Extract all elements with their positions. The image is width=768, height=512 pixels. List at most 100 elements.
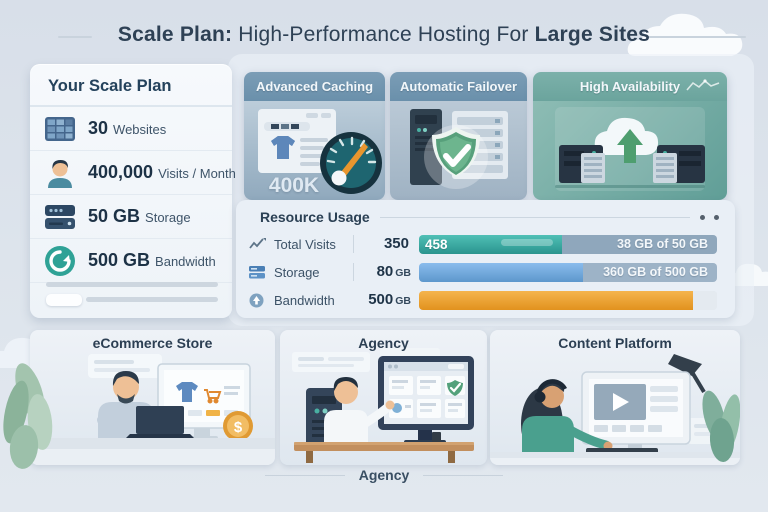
- usage-bar-remainder: [693, 290, 717, 310]
- plan-item-visits: 400,000 Visits / Month: [30, 151, 236, 195]
- usage-bar-fill: [419, 262, 583, 282]
- footer-caption: Agency: [0, 467, 768, 483]
- feature-card-advanced-caching: Advanced Caching: [244, 72, 385, 200]
- server-left-icon: [559, 145, 605, 183]
- storage-server-icon: [44, 202, 76, 232]
- progress-pill: [46, 294, 82, 306]
- use-case-caption: eCommerce Store: [92, 335, 213, 351]
- caption-line-left: [264, 474, 345, 476]
- plan-item-text: 30 Websites: [88, 118, 166, 139]
- carousel-dot[interactable]: [714, 214, 719, 220]
- plan-item-text: 400,000 Visits / Month: [88, 162, 236, 183]
- use-case-content-platform: Content Platform: [490, 330, 740, 465]
- use-case-ecommerce: eCommerce Store: [30, 330, 275, 465]
- advanced-caching-illustration: 400K: [244, 101, 385, 200]
- agency-illustration: [292, 348, 474, 463]
- cloud-upload-icon: [594, 117, 659, 163]
- resource-usage-heading: Resource Usage: [260, 209, 370, 225]
- use-case-caption: Content Platform: [558, 335, 672, 351]
- automatic-failover-illustration: [390, 101, 527, 200]
- usage-label: Total Visits: [274, 236, 336, 252]
- visits-label: Visits / Month: [158, 166, 236, 181]
- title-suffix: Large Sites: [534, 23, 651, 46]
- use-case-agency: Agency: [280, 330, 487, 465]
- usage-value: 350: [353, 235, 419, 253]
- storage-label: Storage: [145, 210, 191, 225]
- usage-bar-fill: [419, 290, 694, 310]
- cloud-top-right: [627, 13, 743, 56]
- plan-item-websites: 30 Websites: [30, 107, 232, 151]
- header-divider: [379, 216, 690, 218]
- feature-card-title: Automatic Failover: [390, 72, 527, 101]
- dollar-symbol: $: [234, 419, 243, 436]
- resource-usage-panel: Resource Usage Total Visits 350 458 38 G…: [236, 200, 735, 318]
- dashboard-monitor-icon: [378, 356, 474, 445]
- visits-value: 400,000: [88, 162, 154, 182]
- title-decor-line-right: [646, 36, 746, 38]
- plan-progress-bars: [46, 282, 218, 306]
- carousel-dot[interactable]: [700, 214, 705, 220]
- trend-line-icon: [249, 237, 267, 251]
- sparkline-icon: [686, 79, 720, 91]
- usage-value-unit: GB: [395, 267, 411, 279]
- use-case-caption: Agency: [358, 335, 409, 351]
- storage-value: 50 GB: [88, 206, 141, 226]
- usage-label: Bandwidth: [274, 292, 335, 308]
- usage-value-unit: GB: [395, 295, 411, 307]
- storage-mini-icon: [249, 265, 267, 279]
- title-prefix: Scale Plan:: [117, 23, 233, 46]
- speed-gauge-icon: [320, 132, 382, 194]
- bandwidth-value: 500 GB: [88, 250, 151, 270]
- scale-plan-panel: Your Scale Plan 30 Websites 400,000 Visits…: [30, 64, 236, 318]
- title-middle: High-Performance Hosting For: [232, 23, 535, 46]
- usage-end-label: 360 GB of 500 GB: [603, 265, 708, 279]
- usage-bar: 458 38 GB of 50 GB: [419, 234, 717, 254]
- person-content: [521, 379, 613, 460]
- websites-grid-icon: [44, 114, 76, 144]
- caption-line-right: [423, 474, 504, 476]
- content-platform-illustration: [490, 354, 740, 465]
- feature-card-title-text: High Availability: [579, 79, 681, 94]
- shield-check-icon: [424, 125, 488, 189]
- usage-end-label: 38 GB of 50 GB: [617, 237, 708, 251]
- plant-left-icon: [3, 363, 53, 469]
- feature-card-title: Advanced Caching: [244, 72, 385, 101]
- person-agency: [324, 377, 395, 446]
- cache-hits-value: 400K: [268, 174, 320, 197]
- plant-right-icon: [702, 390, 740, 462]
- usage-bar: [419, 290, 717, 310]
- server-right-icon: [653, 145, 705, 183]
- bandwidth-mini-icon: [249, 293, 267, 308]
- usage-value-number: 80: [376, 263, 394, 280]
- coin-icon: $: [223, 411, 253, 441]
- video-monitor-icon: [581, 371, 691, 455]
- usage-label: Storage: [274, 264, 320, 280]
- plan-item-storage: 50 GB Storage: [30, 195, 232, 239]
- feature-card-high-availability: High Availability: [533, 72, 727, 200]
- usage-value-number: 500: [368, 291, 394, 308]
- plan-panel-heading: Your Scale Plan: [30, 64, 232, 107]
- title-decor-line-left: [58, 36, 92, 38]
- visitor-avatar-icon: [44, 158, 76, 188]
- websites-label: Websites: [113, 122, 167, 137]
- websites-value: 30: [88, 118, 109, 138]
- bar-highlight: [501, 238, 554, 246]
- ecommerce-illustration: $: [30, 354, 275, 465]
- usage-bar: 360 GB of 500 GB: [419, 262, 717, 282]
- page-title: Scale Plan: High-Performance Hosting For…: [0, 23, 768, 47]
- bandwidth-refresh-icon: [44, 245, 76, 276]
- plan-item-text: 50 GB Storage: [88, 206, 191, 227]
- carousel-dots: [700, 214, 719, 220]
- usage-bar-inner-label: 458: [425, 236, 448, 252]
- usage-bar-remainder: 360 GB of 500 GB: [582, 262, 717, 282]
- usage-bar-fill: 458: [419, 234, 563, 254]
- usage-row-total-visits: Total Visits 350 458 38 GB of 50 GB: [236, 231, 735, 257]
- high-availability-illustration: [533, 101, 727, 200]
- usage-bar-remainder: 38 GB of 50 GB: [562, 234, 717, 254]
- feature-card-automatic-failover: Automatic Failover: [390, 72, 527, 200]
